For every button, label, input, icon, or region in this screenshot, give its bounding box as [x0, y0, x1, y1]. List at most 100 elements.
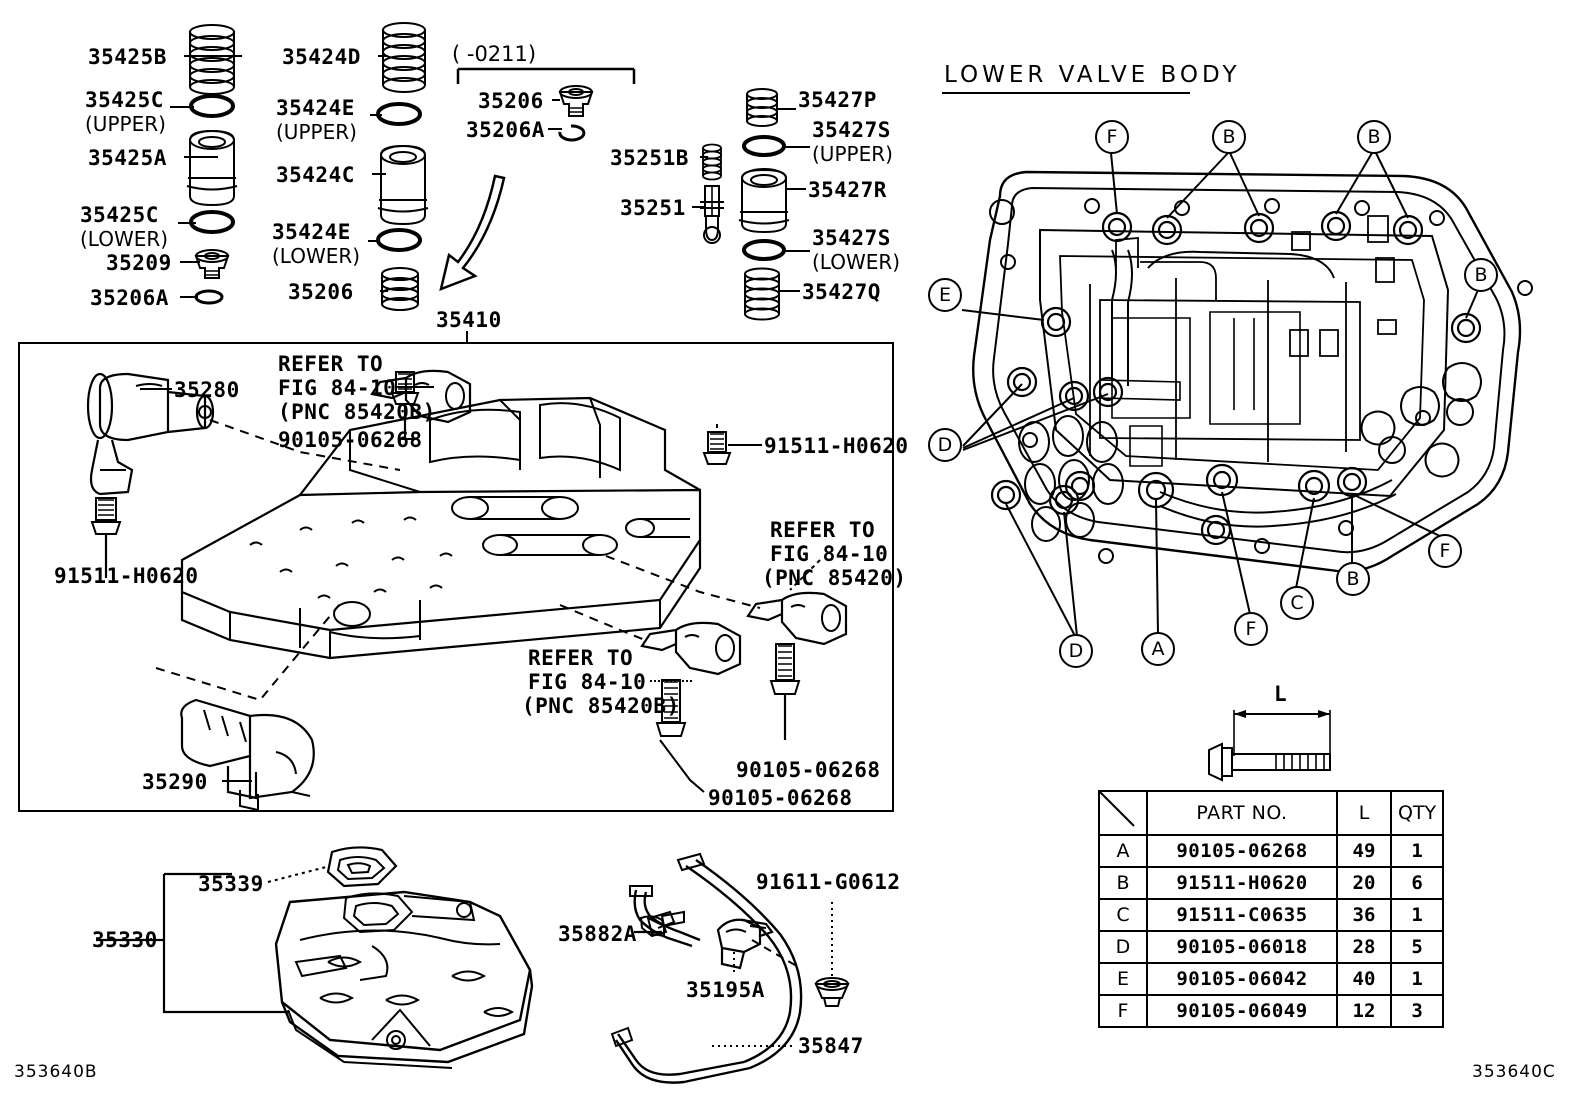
label-35425B: 35425B [88, 45, 167, 69]
lower-valve-body-title: LOWER VALVE BODY [944, 62, 1241, 88]
part-35339-gasket [326, 846, 398, 888]
part-35280-solenoid [86, 372, 215, 496]
row-length: 40 [1336, 962, 1392, 996]
callout-D-2: D [1059, 634, 1093, 668]
label-90105-06268-upper: 90105-06268 [278, 428, 423, 452]
leader-35206A-left [180, 296, 198, 298]
label-91511-H0620-right: 91511-H0620 [764, 434, 909, 458]
label-35206-mid: 35206 [288, 280, 354, 304]
leader-90105-06268-upper [398, 438, 418, 440]
leader-35427P [778, 108, 796, 110]
label-35847: 35847 [798, 1034, 864, 1058]
label-35290: 35290 [142, 770, 208, 794]
label-35425C-lower: 35425C [80, 203, 159, 227]
row-part-no: 90105-06268 [1146, 834, 1338, 868]
callout-A-1: A [1141, 632, 1175, 666]
label-35425C-upper-qualifier: (UPPER) [85, 112, 166, 136]
title-underline [942, 92, 1190, 94]
label-90105-06268-mid: 90105-06268 [736, 758, 881, 782]
part-35251-valve [700, 185, 724, 244]
leader-35280 [209, 419, 401, 471]
table-row: B 91511-H0620 20 6 [1098, 866, 1445, 900]
part-bracket-mid-85420 [746, 591, 848, 646]
label-91511-H0620-left: 91511-H0620 [54, 564, 199, 588]
callout-B-2: B [1357, 120, 1391, 154]
table-row: F 90105-06049 12 3 [1098, 994, 1445, 1028]
part-35427P-spring [746, 88, 778, 127]
part-35206-screw-dated [558, 85, 594, 117]
row-part-no: 91511-H0620 [1146, 866, 1338, 900]
label-35425A: 35425A [88, 146, 167, 170]
header-part-no: PART NO. [1146, 790, 1338, 836]
part-35882A-tube [629, 885, 701, 948]
label-35424E-upper: 35424E [276, 96, 355, 120]
label-35424D: 35424D [282, 45, 361, 69]
leader-35425A [184, 156, 218, 158]
parts-table-header-row: PART NO. L QTY [1098, 790, 1445, 836]
callout-B-1: B [1212, 120, 1246, 154]
leader-35206-dated [552, 99, 560, 101]
leader-35206A-dated [548, 128, 562, 130]
label-35424C: 35424C [276, 163, 355, 187]
row-index: D [1098, 930, 1148, 964]
label-refer-mid-l3: (PNC 85420) [762, 566, 907, 590]
part-35195A-clamp [716, 918, 774, 970]
part-91511-H0620-bolt-left [90, 497, 122, 578]
leader-35424D [378, 55, 388, 57]
callout-B-4: B [1336, 562, 1370, 596]
label-35882A: 35882A [558, 922, 637, 946]
label-refer-upper-l3: (PNC 85420B) [278, 400, 436, 424]
leader-35290 [155, 603, 341, 702]
leader-35424E-lower [368, 240, 380, 242]
parts-table-body: A 90105-06268 49 1 B 91511-H0620 20 6 C … [1098, 834, 1445, 1028]
label-35427P: 35427P [798, 88, 877, 112]
leader-bracket-mid-2 [789, 559, 821, 591]
header-qty: QTY [1389, 790, 1445, 836]
leader-35427S-lower [784, 250, 810, 252]
label-35206A-left: 35206A [90, 286, 169, 310]
label-35427S-upper-qualifier: (UPPER) [812, 142, 893, 166]
label-35209: 35209 [106, 251, 172, 275]
row-index: B [1098, 866, 1148, 900]
part-35427S-upper-oring [742, 135, 786, 157]
label-35206A-dated: 35206A [466, 118, 545, 142]
header-index [1098, 790, 1148, 836]
label-refer-low-l1: REFER TO [528, 646, 634, 670]
leader-35424E-upper [370, 114, 382, 116]
row-length: 36 [1336, 898, 1392, 932]
leader-35424C [372, 173, 386, 175]
label-35424E-lower: 35424E [272, 220, 351, 244]
label-35425C-upper: 35425C [85, 88, 164, 112]
row-index: A [1098, 834, 1148, 868]
leader-35425C-upper2 [170, 106, 194, 108]
label-35251B: 35251B [610, 146, 689, 170]
leader-35425B [184, 55, 242, 57]
label-refer-upper-l2: FIG 84-10 [278, 376, 397, 400]
label-35206-dated: 35206 [478, 89, 544, 113]
leader-refer-upper [396, 386, 434, 388]
part-bracket-upper-85420B [370, 369, 472, 424]
label-35339: 35339 [198, 872, 264, 896]
main-assembly-box [18, 342, 894, 812]
assembly-direction-arrow [439, 174, 506, 292]
row-length: 20 [1336, 866, 1392, 900]
figure-code-left: 353640B [14, 1062, 98, 1082]
leader-35427R [786, 188, 806, 190]
row-qty: 1 [1389, 898, 1445, 932]
part-35424C-sleeve [377, 144, 429, 226]
callout-F-2: F [1234, 612, 1268, 646]
part-35424D-spring [382, 22, 426, 93]
part-91511-H0620-bolt-right [702, 424, 732, 465]
callout-E-1: E [928, 278, 962, 312]
table-row: A 90105-06268 49 1 [1098, 834, 1445, 868]
leader-35427Q [780, 290, 800, 292]
label-refer-upper-l1: REFER TO [278, 352, 384, 376]
bracket-35330 [148, 872, 290, 1014]
leader-bracket-mid [605, 555, 761, 609]
part-35427Q-spring [744, 267, 780, 321]
label-L-dimension: L [1274, 682, 1288, 706]
label-35280: 35280 [174, 378, 240, 402]
row-index: F [1098, 994, 1148, 1028]
row-index: E [1098, 962, 1148, 996]
